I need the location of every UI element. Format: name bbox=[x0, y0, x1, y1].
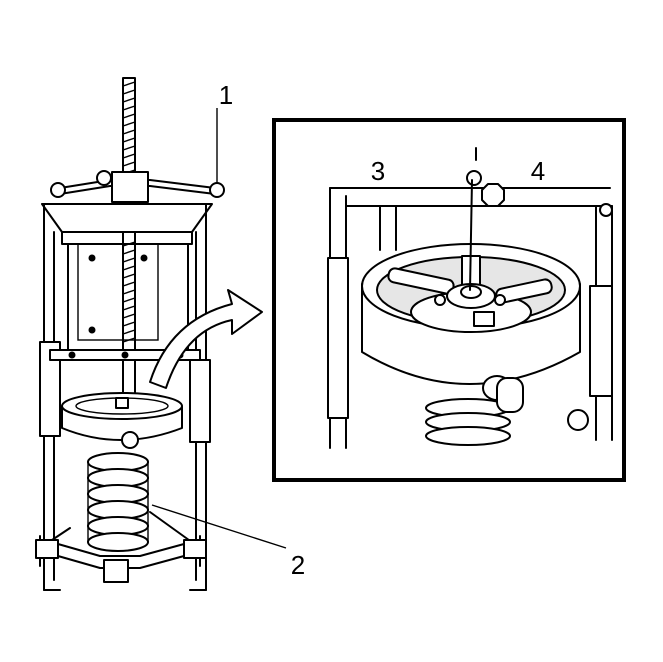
t-handle bbox=[50, 170, 225, 203]
coil-spring bbox=[87, 452, 149, 552]
callout-3: 3 bbox=[371, 156, 385, 186]
lower-base bbox=[35, 511, 207, 591]
callout-1: 1 bbox=[219, 80, 233, 110]
callout-4: 4 bbox=[531, 156, 545, 186]
callout-2: 2 bbox=[291, 550, 305, 580]
threaded-screw bbox=[122, 77, 136, 434]
upper-frame bbox=[41, 203, 213, 351]
detail-inset bbox=[272, 118, 626, 482]
detail-inset-content bbox=[327, 147, 613, 449]
side-columns bbox=[39, 203, 211, 591]
curved-arrow bbox=[149, 289, 263, 389]
spring-compressor-tool bbox=[35, 77, 225, 591]
upper-spring-plate bbox=[61, 392, 183, 449]
